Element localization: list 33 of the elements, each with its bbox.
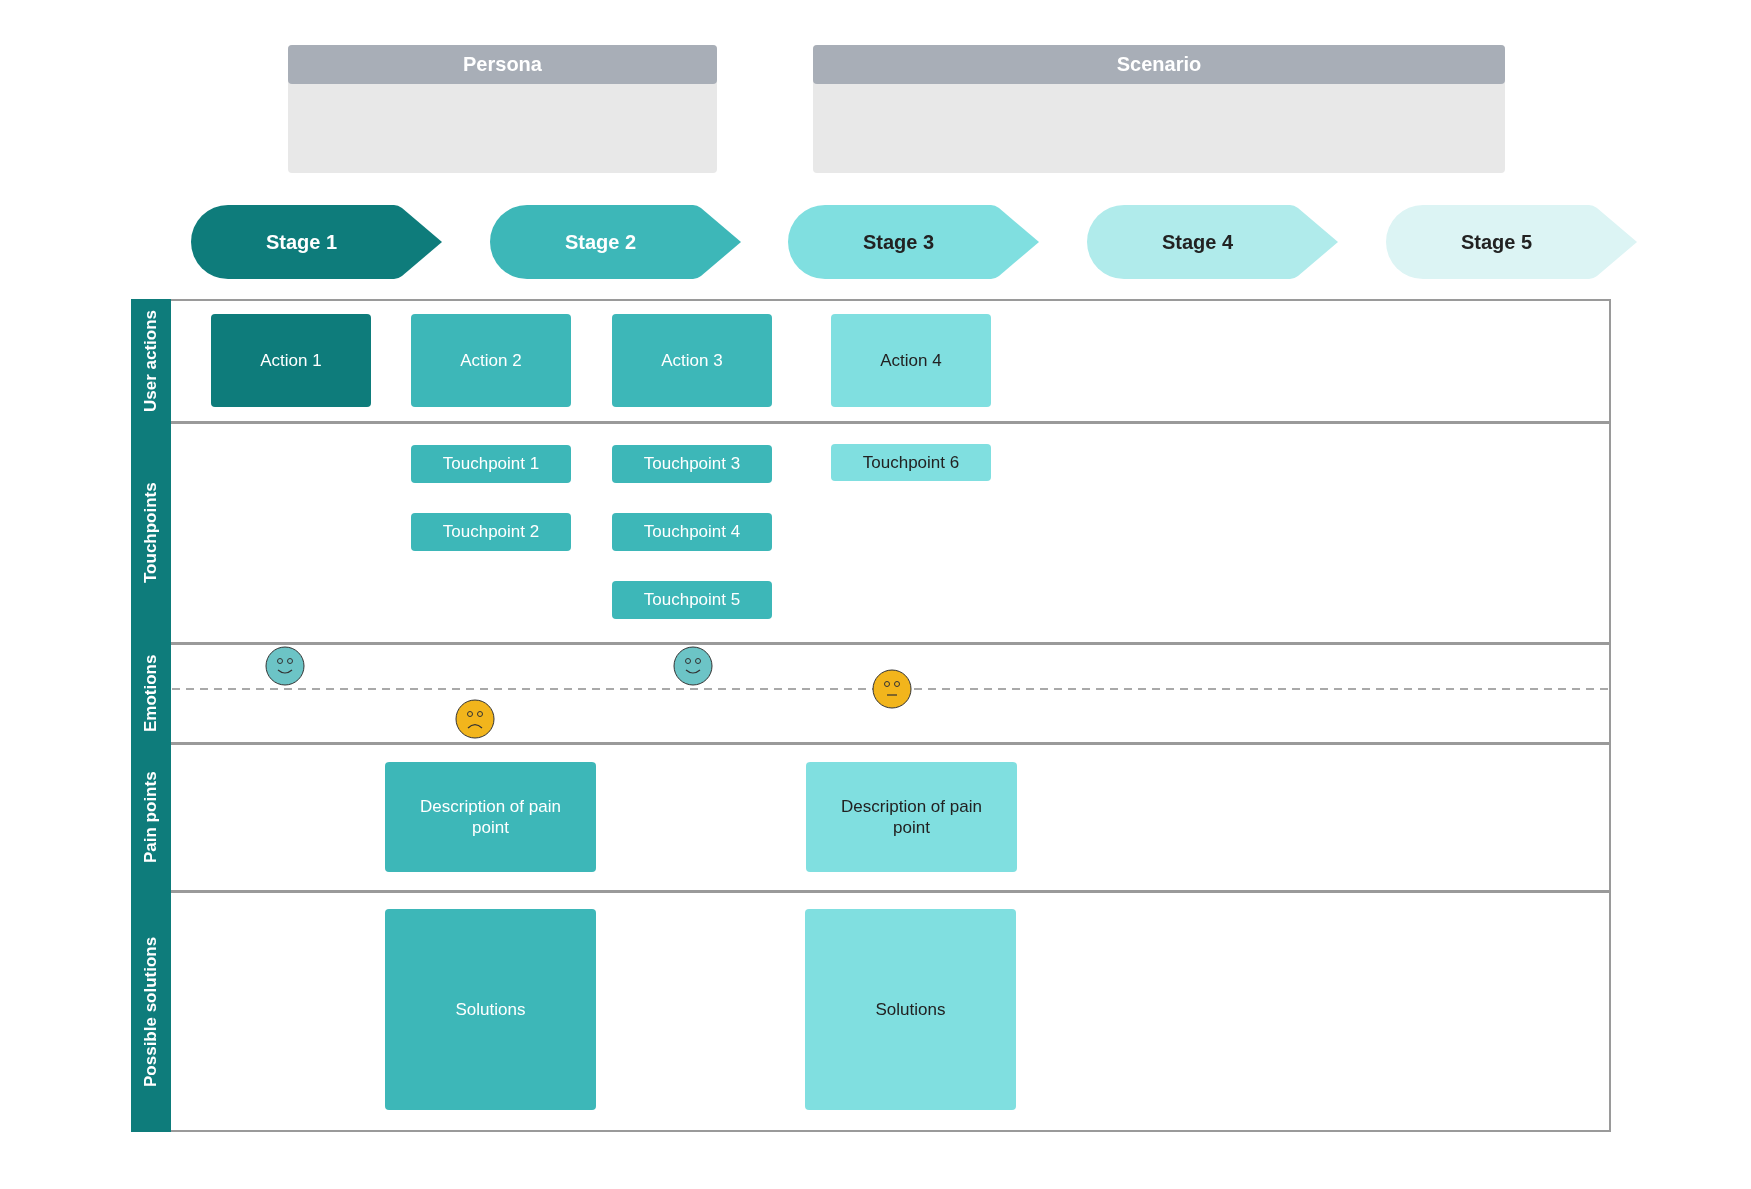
- card-header: Persona: [288, 45, 717, 84]
- swim-lane: [131, 299, 1611, 423]
- lane-label: Touchpoints: [131, 422, 171, 644]
- stage-header: Stage 2: [490, 205, 741, 279]
- note-box: Solutions: [805, 909, 1016, 1110]
- swim-lane: [131, 422, 1611, 644]
- note-box: Touchpoint 4: [612, 513, 772, 551]
- stage-header: Stage 5: [1386, 205, 1637, 279]
- note-box: Touchpoint 2: [411, 513, 571, 551]
- stage-header: Stage 1: [191, 205, 442, 279]
- note-box: Action 3: [612, 314, 772, 407]
- card-header: Scenario: [813, 45, 1505, 84]
- note-box: Description of pain point: [385, 762, 596, 872]
- note-box: Action 1: [211, 314, 371, 407]
- lane-label: Pain points: [131, 743, 171, 892]
- note-box: Touchpoint 3: [612, 445, 772, 483]
- note-box: Touchpoint 1: [411, 445, 571, 483]
- persona-card: [288, 45, 717, 173]
- lane-label: User actions: [131, 299, 171, 423]
- lane-label: Possible solutions: [131, 891, 171, 1132]
- swim-lane: [131, 643, 1611, 744]
- note-box: Action 2: [411, 314, 571, 407]
- note-box: Solutions: [385, 909, 596, 1110]
- persona-card: [813, 45, 1505, 173]
- stage-header: Stage 3: [788, 205, 1039, 279]
- stage-header: Stage 4: [1087, 205, 1338, 279]
- note-box: Action 4: [831, 314, 991, 407]
- note-box: Touchpoint 6: [831, 444, 991, 481]
- lane-label: Emotions: [131, 643, 171, 744]
- swim-lane: [131, 743, 1611, 892]
- swim-lane: [131, 891, 1611, 1132]
- note-box: Touchpoint 5: [612, 581, 772, 619]
- note-box: Description of pain point: [806, 762, 1017, 872]
